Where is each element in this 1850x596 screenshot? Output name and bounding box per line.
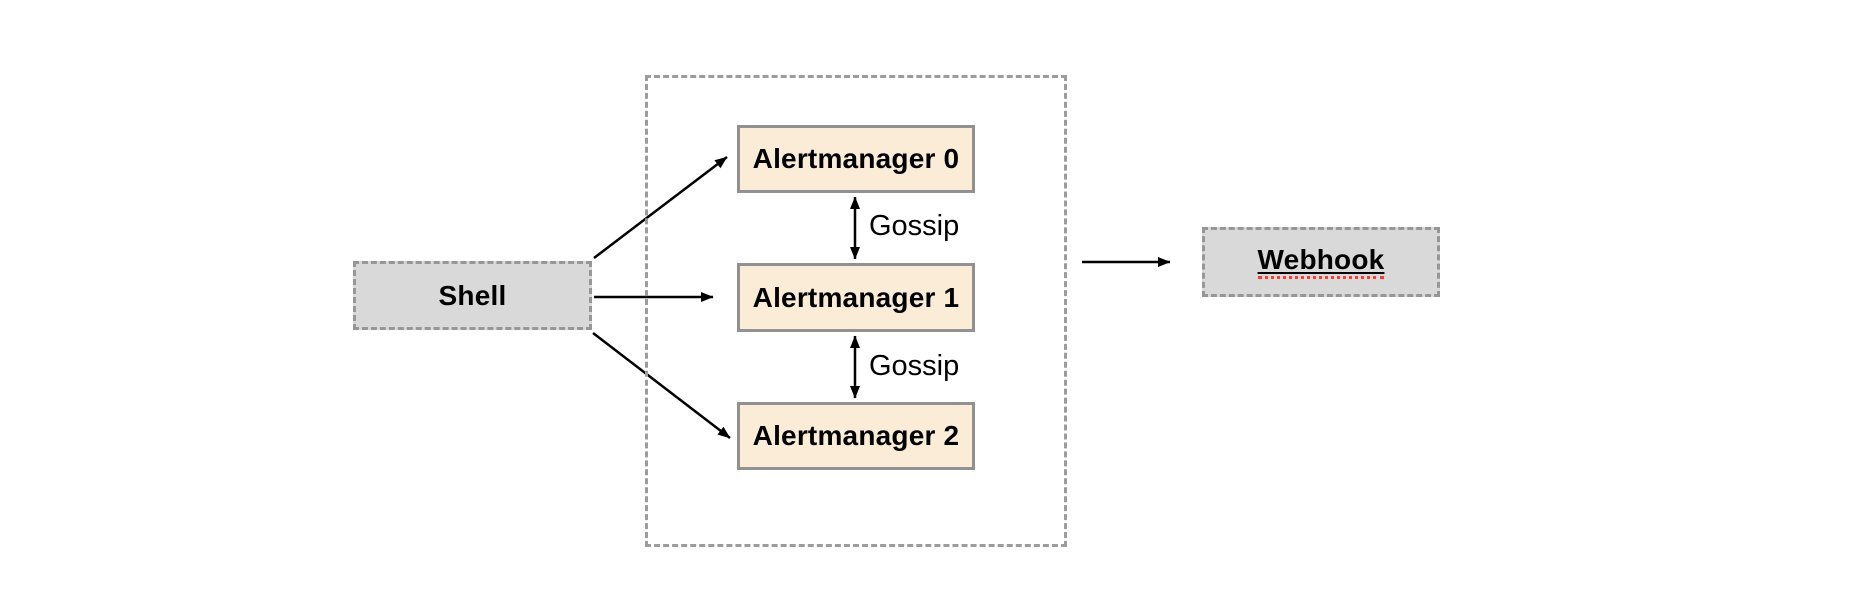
webhook-node: Webhook [1202, 227, 1440, 297]
alertmanager-1-node: Alertmanager 1 [737, 263, 975, 332]
shell-node: Shell [353, 261, 592, 330]
shell-node-label: Shell [438, 279, 507, 311]
alertmanager-cluster-boundary [645, 75, 1067, 547]
webhook-label: Webhook [1257, 244, 1385, 280]
gossip-label-top: Gossip [869, 210, 960, 242]
alertmanager-1-label: Alertmanager 1 [752, 281, 960, 313]
gossip-label-bottom: Gossip [869, 350, 960, 382]
alertmanager-0-label: Alertmanager 0 [752, 143, 960, 174]
alertmanager-2-label: Alertmanager 2 [752, 420, 960, 451]
alertmanager-2-node: Alertmanager 2 [737, 402, 975, 470]
alertmanager-0-node: Alertmanager 0 [737, 125, 975, 193]
